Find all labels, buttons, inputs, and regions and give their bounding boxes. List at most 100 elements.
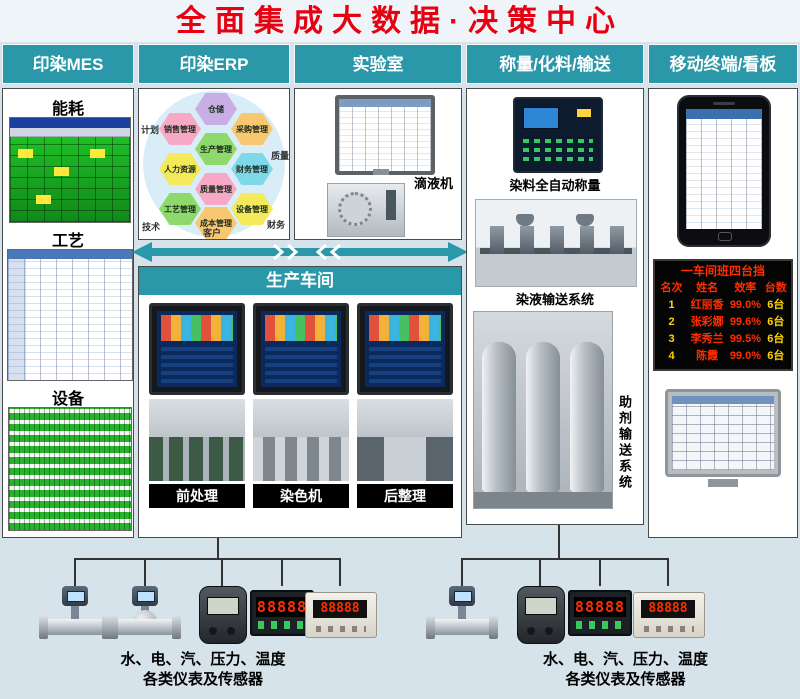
auxiliary-tanks-photo: [473, 311, 613, 509]
dye-conveying-label: 染液输送系统: [515, 292, 594, 307]
connector-drop: [144, 558, 146, 586]
energy-label: 能耗: [51, 101, 84, 118]
transmitter-neck: [71, 606, 79, 619]
connector-drop: [667, 558, 669, 586]
led-data-row: 3 李秀兰 99.5% 6台: [657, 331, 789, 348]
process-label: 工艺: [51, 233, 84, 250]
highlight-cell: [54, 167, 69, 176]
led-cell: 6台: [767, 316, 785, 328]
dye-conveying-photo: [475, 199, 637, 287]
sensor-caption-right: 水、电、汽、压力、温度 各类仪表及传感器: [478, 650, 773, 690]
flange: [489, 615, 498, 639]
lab-screen-table: [339, 107, 431, 171]
flange: [426, 615, 435, 639]
led-cell: 1: [668, 299, 675, 311]
hmi-tiles: [369, 315, 441, 341]
meter-button: [209, 627, 217, 635]
header-erp: 印染ERP: [138, 44, 290, 84]
table-header: [8, 250, 132, 259]
flow-meter: [109, 586, 181, 644]
hmi-rows: [161, 345, 233, 383]
connector-drop: [539, 558, 541, 586]
led-cell: 6台: [767, 299, 785, 311]
led-data-row: 1 红丽香 99.0% 6台: [657, 297, 789, 314]
connector-stem: [558, 525, 560, 560]
hmi-rows: [369, 345, 441, 383]
machine-label: 染色机: [253, 484, 349, 508]
pipe: [428, 619, 496, 635]
flange: [102, 615, 111, 639]
led-header-cell: 姓名: [696, 282, 719, 294]
led-board-title: 一车间班四台挡: [680, 264, 765, 278]
machine-label: 后整理: [357, 484, 453, 508]
led-cell: 张彩娜: [690, 316, 724, 328]
panel-keys: [576, 621, 626, 629]
led-data-row: 2 张彩娜 99.6% 6台: [657, 314, 789, 331]
led-cell: 6台: [767, 333, 785, 345]
phone-data-rows: [686, 119, 762, 229]
controller-key: [577, 109, 591, 117]
erp-module-hexagon: 仓储: [195, 93, 237, 125]
monitor-stand: [373, 169, 389, 175]
equipment-label: 设备: [51, 391, 84, 408]
utility-meter: [517, 586, 565, 644]
dosing-station: [580, 226, 594, 254]
led-cell: 99.6%: [729, 316, 762, 328]
monitor-bezel: [665, 389, 781, 477]
page-title: 全面集成大数据·决策中心: [0, 0, 800, 42]
led-cell: 2: [668, 316, 675, 328]
hmi-tiles: [161, 315, 233, 341]
led-cell: 陈霞: [696, 350, 719, 362]
caption-line2: 各类仪表及传感器: [565, 671, 686, 688]
dosing-station: [610, 226, 624, 254]
controller-screen: [523, 107, 559, 129]
machine-label: 前处理: [149, 484, 245, 508]
meter-button: [545, 627, 553, 635]
hmi-monitor: [357, 303, 453, 395]
machine-silhouette: [253, 437, 349, 481]
caption-line2: 各类仪表及传感器: [142, 671, 263, 688]
flange: [172, 615, 181, 639]
led-cell: 99.0%: [729, 299, 762, 311]
meter-button: [227, 627, 235, 635]
table-body: [8, 259, 132, 380]
weighing-panel: 染料全自动称量 染液输送系统 助剂输送系统: [466, 88, 644, 525]
process-table-screenshot: [7, 249, 133, 381]
smartphone: [677, 95, 771, 247]
window-titlebar: [10, 118, 130, 128]
equipment-gantt-screenshot: [8, 407, 132, 531]
hmi-monitor: [149, 303, 245, 395]
drip-machine-label: 滴液机: [413, 176, 453, 191]
tank: [482, 342, 516, 492]
hmi-monitor: [253, 303, 349, 395]
hopper: [576, 214, 594, 226]
hmi-rows: [265, 345, 337, 383]
meter-display: [525, 597, 557, 615]
seven-segment-display: 88888: [313, 600, 367, 618]
header-mes: 印染MES: [2, 44, 134, 84]
machine-photo: [253, 399, 349, 481]
energy-grid: [10, 137, 130, 222]
flange: [39, 615, 48, 639]
monitor-screen-header: [672, 396, 774, 404]
panel-keys: [316, 626, 366, 632]
led-header-cell: 效率: [734, 282, 757, 294]
digital-panel-meter: 88888: [568, 590, 632, 636]
seven-segment-display: 88888: [641, 600, 695, 618]
hmi-tiles: [265, 315, 337, 341]
connector-stem: [217, 538, 219, 559]
led-kanban-board: 一车间班四台挡 名次 姓名 效率 台数 1 红丽香 99.0% 6台 2 张彩娜…: [653, 259, 793, 371]
highlight-cell: [18, 149, 33, 158]
digital-panel-meter: 88888: [250, 590, 314, 636]
utility-meter: [199, 586, 247, 644]
monitor-screen: [672, 396, 774, 470]
dosing-station: [490, 226, 504, 254]
dispenser-arm: [386, 190, 396, 220]
hmi-screen: [365, 311, 445, 387]
header-mobile: 移动终端/看板: [648, 44, 798, 84]
highlight-cell: [36, 195, 51, 204]
connector-drop: [74, 558, 76, 586]
tank: [526, 342, 560, 492]
header-weighing: 称量/化料/输送: [466, 44, 644, 84]
